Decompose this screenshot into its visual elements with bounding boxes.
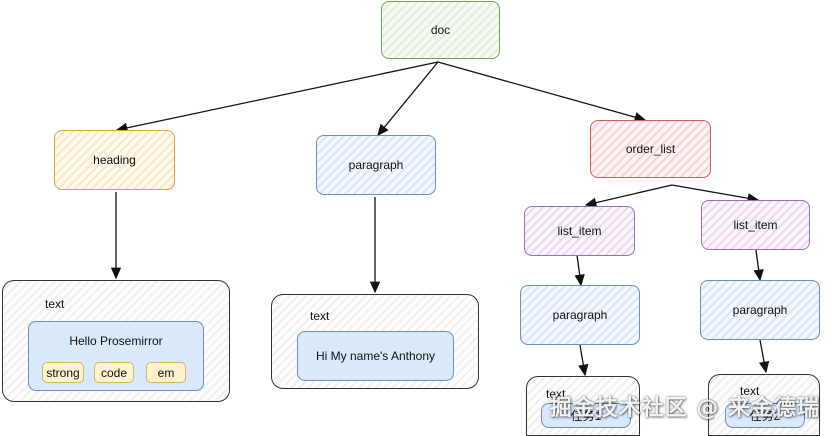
heading-text-title: text	[45, 297, 65, 311]
list-text-title-1: text	[546, 387, 566, 401]
paragraph-text-node: text Hi My name's Anthony	[271, 294, 479, 389]
watermark: 掘金技术社区 @ 来金德瑞	[549, 396, 820, 421]
node-heading: heading	[54, 130, 175, 190]
mark-strong: strong	[42, 362, 84, 383]
list-text-content-1: 任务1	[570, 409, 602, 423]
list-text-content-2: 任务2	[749, 409, 781, 423]
mark-em: em	[146, 362, 186, 383]
edge-paragraph-2-text	[758, 339, 770, 374]
edge-doc-heading	[115, 61, 439, 133]
edge-order-list-item-2	[671, 184, 760, 204]
paragraph-text-title: text	[310, 309, 330, 323]
node-list-item-2: list_item	[701, 200, 810, 250]
list-text-title-2: text	[740, 384, 760, 398]
list-text-content-box-2: 任务2	[725, 403, 805, 428]
mark-code: code	[94, 362, 134, 383]
edge-doc-paragraph	[377, 61, 439, 137]
edge-order-list-item-1	[584, 184, 673, 208]
node-paragraph: paragraph	[316, 135, 436, 195]
node-paragraph-1: paragraph	[520, 285, 640, 345]
node-doc: doc	[381, 1, 500, 59]
list-text-node-1: text 任务1	[526, 376, 640, 436]
list-text-content-box-1: 任务1	[541, 403, 631, 428]
edge-doc-order-list	[437, 61, 647, 123]
edge-item-1-paragraph	[574, 254, 585, 287]
list-text-node-2: text 任务2	[708, 374, 820, 436]
paragraph-text-content-box: Hi My name's Anthony	[297, 331, 454, 381]
edge-paragraph-1-text	[578, 344, 589, 377]
node-order-list: order_list	[590, 120, 711, 178]
node-list-item-1: list_item	[524, 206, 635, 256]
edge-item-2-paragraph	[753, 249, 764, 282]
heading-text-node: text Hello Prosemirror strong code em	[2, 280, 230, 402]
node-paragraph-2: paragraph	[700, 280, 820, 340]
paragraph-text-content: Hi My name's Anthony	[315, 349, 435, 363]
heading-text-content: Hello Prosemirror	[69, 334, 163, 348]
heading-text-content-box: Hello Prosemirror strong code em	[28, 321, 204, 391]
